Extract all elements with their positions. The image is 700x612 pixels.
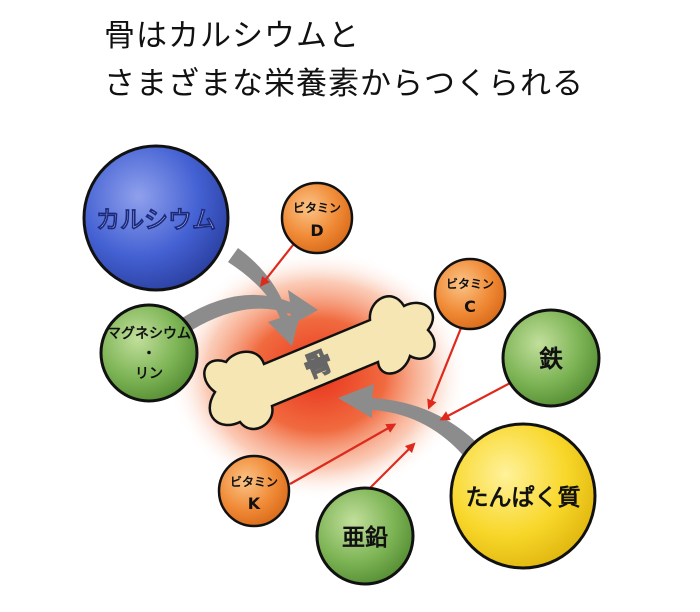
- arrow-vitamin-k: [289, 423, 397, 485]
- vitamin-d-label: ビタミン: [293, 200, 341, 215]
- vitamin-d-letter: D: [310, 221, 323, 240]
- bone-shape: [203, 295, 436, 431]
- arrow-zinc: [365, 442, 416, 493]
- zinc-circle: [315, 486, 415, 586]
- magnesium-label: マグネシウム: [107, 325, 191, 342]
- vitamin-d-circle: [280, 181, 354, 255]
- vitamin-k-letter: K: [248, 494, 261, 513]
- zinc-label: 亜鉛: [342, 524, 388, 551]
- title-line-1: 骨はカルシウムと: [104, 18, 360, 54]
- vitamin-k-circle: [217, 454, 291, 528]
- vitamin-c-label: ビタミン: [446, 276, 494, 291]
- magnesium-phosphorus-circle: [99, 303, 199, 403]
- arrow-iron: [439, 381, 513, 421]
- vitamin-c-circle: [433, 257, 507, 331]
- arrow-protein-to-bone: [338, 384, 486, 466]
- magnesium-dot: ・: [142, 346, 156, 362]
- iron-label: 鉄: [539, 345, 563, 373]
- iron-circle: [501, 308, 601, 408]
- protein-label: たんぱく質: [466, 484, 581, 511]
- vitamin-k-label: ビタミン: [230, 474, 278, 489]
- arrow-magnesium-to-bone: [182, 290, 318, 330]
- arrow-vitamin-d: [259, 244, 294, 287]
- calcium-label: カルシウム: [96, 206, 216, 234]
- vitamin-c-letter: C: [464, 297, 476, 316]
- protein-circle: [449, 422, 597, 570]
- phosphorus-label: リン: [135, 366, 163, 382]
- title-line-2: さまざまな栄養素からつくられる: [104, 66, 584, 102]
- arrow-vitamin-c: [427, 327, 463, 410]
- arrow-calcium-to-bone: [228, 248, 300, 346]
- calcium-circle: [82, 144, 230, 292]
